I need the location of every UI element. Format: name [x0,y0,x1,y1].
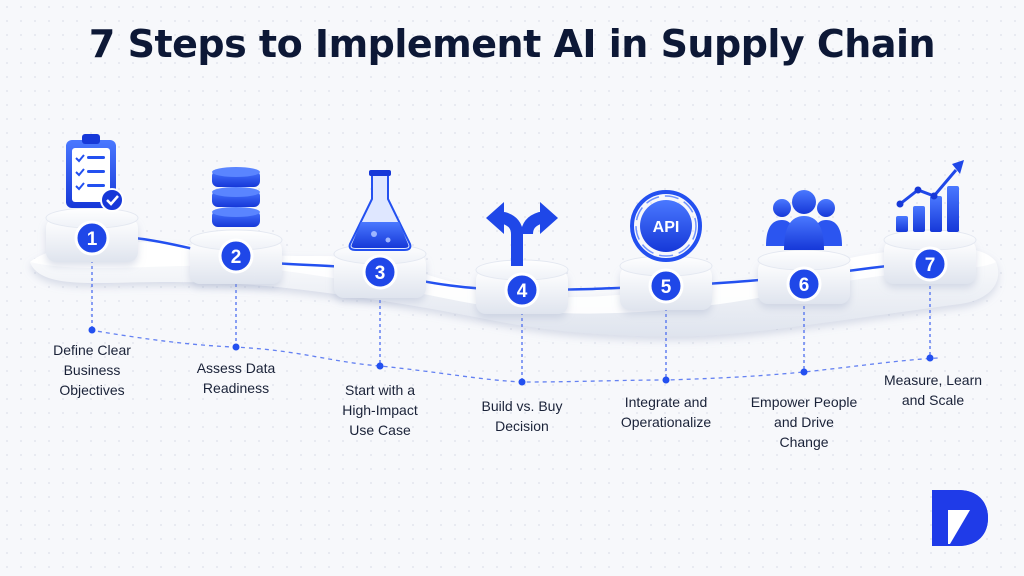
step-label: Integrate and Operationalize [620,394,712,430]
page-title: 7 Steps to Implement AI in Supply Chain [88,22,936,66]
step-label: Define Clear Business Objectives [53,342,131,398]
step-label: Assess Data Readiness [196,360,276,396]
step-label: Measure, Learn and Scale [883,372,983,408]
brand-logo-icon [932,490,988,546]
split-arrow-icon [486,202,558,266]
flask-icon [348,170,412,251]
step-label: Empower People and Drive Change [750,394,858,450]
step-5: API 5 [619,190,713,384]
step-dot [662,376,670,384]
step-dot [376,362,384,370]
step-number-badge [786,266,822,302]
step-number-badge [362,254,398,290]
clipboard-checklist-icon [66,134,124,212]
people-group-icon [766,190,842,250]
step-number: 7 [925,255,936,276]
step-2: 2 [189,167,283,351]
step-label: Start with a High-Impact Use Case [342,382,418,438]
step-4: 4 [475,202,569,386]
step-number: 2 [231,247,242,268]
api-icon: API [630,190,702,262]
database-icon [212,167,260,227]
growth-chart-icon [896,160,964,232]
step-dot [88,326,96,334]
step-dot [518,378,526,386]
step-dot [926,354,934,362]
step-number-badge [648,268,684,304]
step-1: 1 [45,134,139,334]
step-label: Build vs. Buy Decision [481,398,563,434]
step-number-badge [74,220,110,256]
step-number: 4 [517,281,528,302]
api-icon-label: API [653,219,680,236]
step-3: 3 [333,170,427,370]
step-number-badge [912,246,948,282]
step-number: 6 [799,275,810,296]
step-dot [232,343,240,351]
step-number: 5 [661,277,672,298]
step-6: 6 [757,190,851,376]
step-number: 3 [375,263,386,284]
step-dot [800,368,808,376]
step-number-badge [218,238,254,274]
step-number-badge [504,272,540,308]
step-number: 1 [87,229,98,250]
step-7: 7 [883,160,977,362]
